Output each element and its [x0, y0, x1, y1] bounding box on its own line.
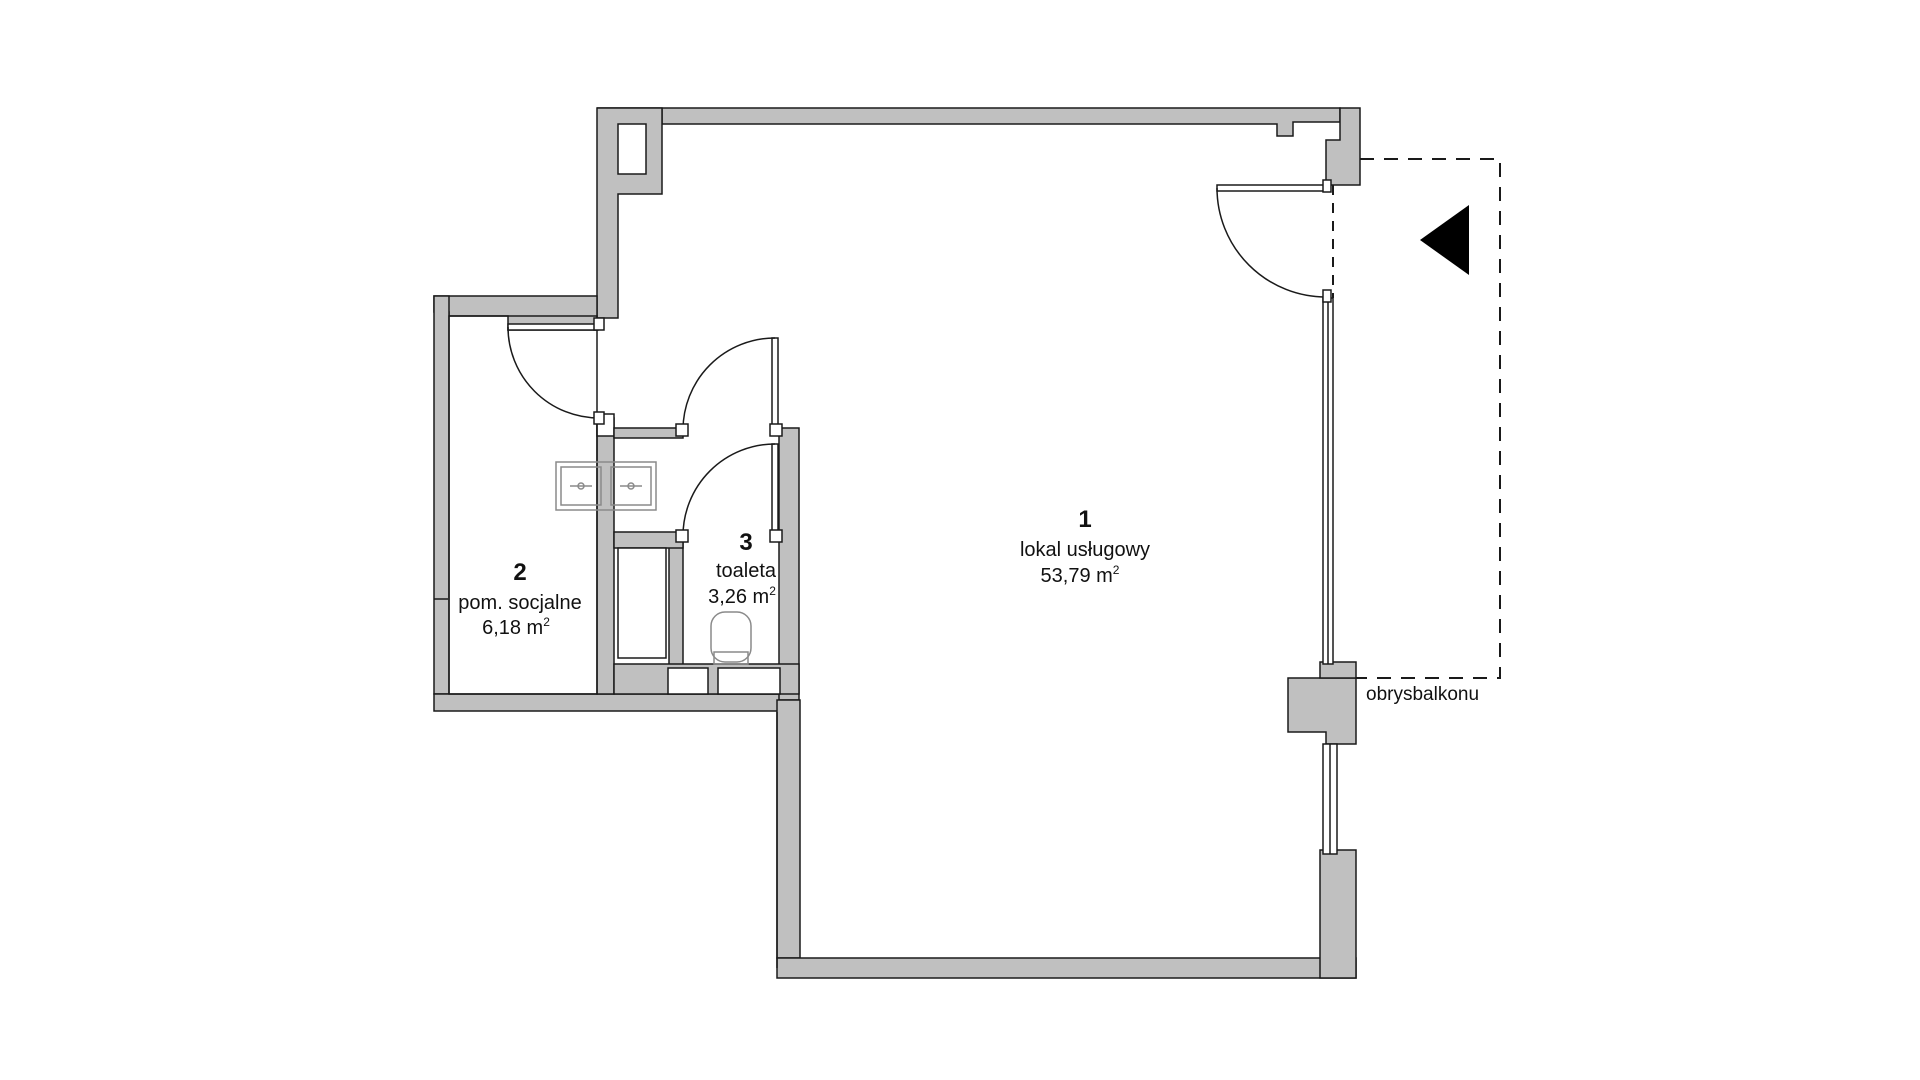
wall-room2-left — [433, 295, 450, 695]
room-1-number: 1 — [1078, 506, 1091, 533]
door-room2 — [507, 317, 605, 425]
balcony-label: obrysbalkonu — [1366, 684, 1479, 705]
room-3-name: toaleta — [716, 560, 777, 582]
wall-room2-bottom — [433, 693, 796, 712]
wall-corridor-top — [613, 427, 684, 439]
entrance-arrow-icon — [1420, 205, 1469, 275]
walls — [433, 107, 1361, 979]
door-entrance — [1216, 179, 1332, 303]
floor-shaft-2 — [667, 667, 709, 695]
window-right-upper — [1322, 297, 1334, 665]
wall-top — [597, 107, 1341, 137]
floor-shaft-1 — [617, 547, 667, 659]
room-2-label: 2 pom. socjalne 6,18 m2 — [458, 559, 581, 639]
double-sink-icon — [555, 461, 657, 511]
room-2-area: 6,18 m2 — [482, 615, 550, 639]
floors — [448, 315, 781, 695]
wall-partition-2-3 — [596, 417, 615, 695]
door-toilet — [675, 443, 783, 543]
room-2-name: pom. socjalne — [458, 592, 581, 614]
balcony-outline — [1356, 158, 1501, 679]
room-3-label: 3 toaleta 3,26 m2 — [708, 529, 777, 608]
wall-right-lower — [1319, 849, 1357, 979]
room-3-area: 3,26 m2 — [708, 584, 776, 608]
wall-niche — [617, 123, 647, 175]
floor-shaft-3 — [717, 667, 781, 695]
room-1-name: lokal usługowy — [1020, 539, 1150, 561]
wall-right-pier — [1287, 677, 1357, 745]
wall-corridor-mid — [613, 531, 684, 549]
room-3-number: 3 — [739, 529, 752, 556]
wall-toilet-right — [778, 427, 800, 701]
window-right-lower — [1322, 743, 1338, 855]
door-corridor — [675, 337, 783, 437]
doors — [507, 179, 1332, 543]
wall-main-bottom — [776, 957, 1357, 979]
toilet-icon — [710, 611, 752, 665]
room-1-area: 53,79 m2 — [1041, 563, 1120, 587]
wall-main-left — [776, 699, 801, 959]
wall-toilet-left — [668, 539, 684, 671]
room-1-label: 1 lokal usługowy 53,79 m2 — [1020, 506, 1150, 587]
room-2-number: 2 — [513, 559, 526, 586]
